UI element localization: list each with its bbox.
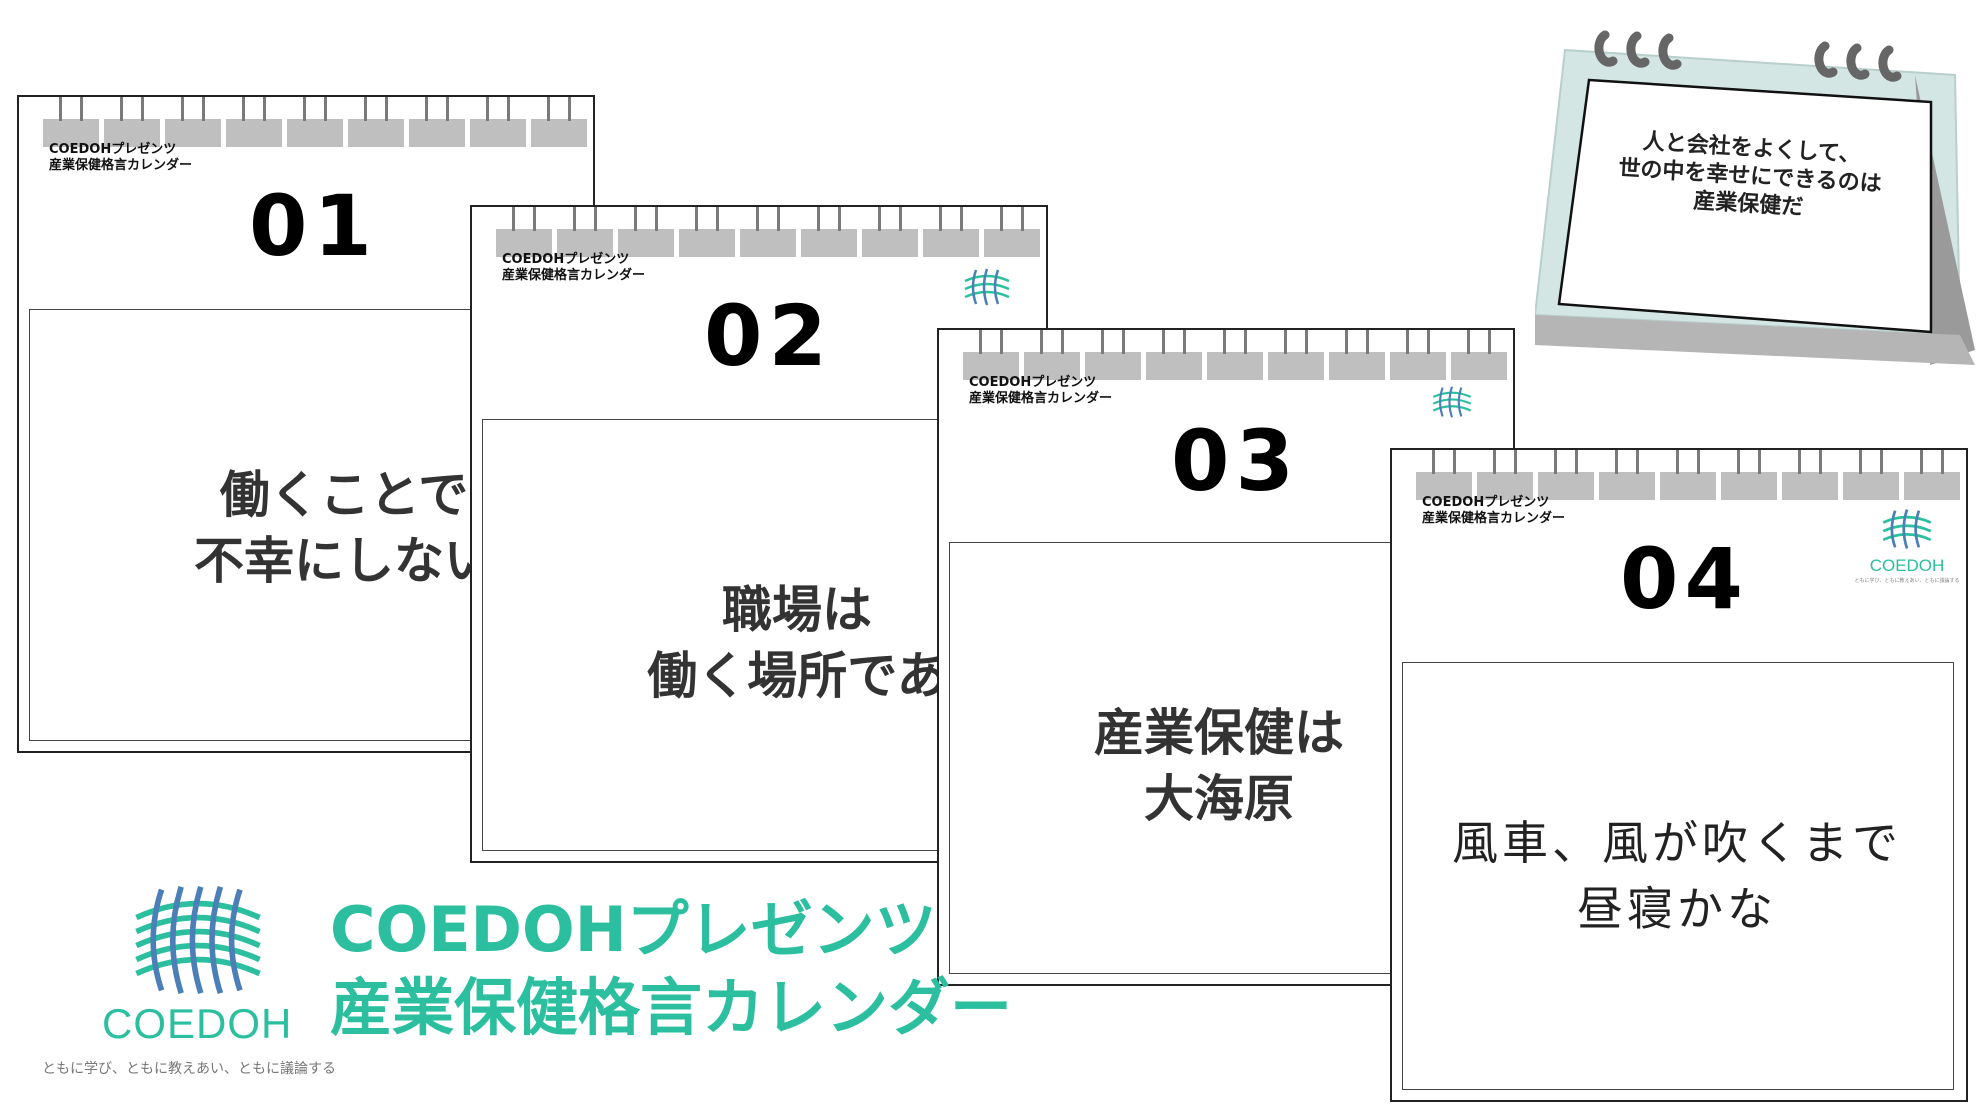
calendar-page-02: COEDOHプレゼンツ 産業保健格言カレンダー 02 職場は 働く場所であ xyxy=(470,205,1048,863)
binding-ring xyxy=(1085,330,1141,380)
binding-ring xyxy=(801,207,857,257)
binding-ring xyxy=(409,97,465,147)
message-line-1: 職場は xyxy=(722,580,872,639)
coedoh-mini-logo xyxy=(1432,386,1472,418)
binding-ring xyxy=(1538,450,1594,500)
binding-ring xyxy=(1477,450,1533,500)
binding-ring xyxy=(618,207,674,257)
binding-ring xyxy=(862,207,918,257)
page-logo-word: COEDOH xyxy=(1869,556,1945,575)
binding-ring xyxy=(226,97,282,147)
binding-ring xyxy=(348,97,404,147)
coedoh-mini-logo xyxy=(964,268,1010,306)
message-line-1: 産業保健は xyxy=(1094,703,1344,762)
binding-ring xyxy=(1599,450,1655,500)
binding-ring xyxy=(1146,330,1202,380)
message-line-2: 大海原 xyxy=(1144,769,1294,828)
binding-ring xyxy=(1660,450,1716,500)
binding-ring xyxy=(1451,330,1507,380)
binding-ring xyxy=(740,207,796,257)
page-brand: COEDOHプレゼンツ 産業保健格言カレンダー xyxy=(1422,495,1565,527)
binding-ring xyxy=(43,97,99,147)
page-number: 01 xyxy=(249,177,378,275)
binding-ring xyxy=(1721,450,1777,500)
message-line-2: 昼寝かな xyxy=(1577,882,1777,936)
binding-ring xyxy=(287,97,343,147)
page-logo: COEDOH ともに学び、ともに教えあい、ともに議論する xyxy=(1852,505,1962,584)
binding-ring xyxy=(470,97,526,147)
brand-line-2: 産業保健格言カレンダー xyxy=(49,158,193,173)
brand-line-1: COEDOHプレゼンツ xyxy=(502,252,630,267)
desk-calendar: 人と会社をよくして、 世の中を幸せにできるのは 産業保健だ xyxy=(1533,20,1975,380)
binding-ring xyxy=(1207,330,1263,380)
page-logo-tagline: ともに学び、ともに教えあい、ともに議論する xyxy=(1854,578,1960,584)
page-brand: COEDOHプレゼンツ 産業保健格言カレンダー xyxy=(969,375,1112,407)
message-line-2: 働く場所であ xyxy=(647,646,947,705)
page-number: 02 xyxy=(704,287,833,385)
binding-ring xyxy=(496,207,552,257)
brand-line-1: COEDOHプレゼンツ xyxy=(49,142,177,157)
page-number: 04 xyxy=(1620,530,1749,628)
binding-ring xyxy=(557,207,613,257)
binding-ring xyxy=(1024,330,1080,380)
binding-ring xyxy=(1390,330,1446,380)
binding-ring xyxy=(165,97,221,147)
logo-wordmark: COEDOH xyxy=(102,1000,293,1047)
page-brand: COEDOHプレゼンツ 産業保健格言カレンダー xyxy=(502,252,645,284)
logo-tagline: ともに学び、ともに教えあい、ともに議論する xyxy=(42,1061,336,1077)
binding-ring xyxy=(1843,450,1899,500)
binding-ring xyxy=(963,330,1019,380)
binding-ring xyxy=(984,207,1040,257)
binding-rings xyxy=(1416,450,1960,500)
message-text: 働くことで 不幸にしない xyxy=(134,462,554,594)
binding-ring xyxy=(104,97,160,147)
binding-ring xyxy=(1782,450,1838,500)
brand-line-2: 産業保健格言カレンダー xyxy=(1422,511,1566,526)
binding-ring xyxy=(679,207,735,257)
headline-line-2: 産業保健格言カレンダー xyxy=(330,971,1013,1044)
binding-ring xyxy=(1904,450,1960,500)
message-text: 風車、風が吹くまで 昼寝かな xyxy=(1412,810,1942,942)
brand-line-2: 産業保健格言カレンダー xyxy=(502,268,646,283)
message-frame xyxy=(1402,662,1954,1090)
desk-calendar-illustration xyxy=(1533,30,1975,365)
binding-ring xyxy=(531,97,587,147)
calendar-page-04: COEDOHプレゼンツ 産業保健格言カレンダー COEDOH ともに学び、ともに… xyxy=(1390,448,1968,1102)
message-text: 職場は 働く場所であ xyxy=(562,577,1032,709)
message-line-2: 不幸にしない xyxy=(194,532,494,590)
page-number: 03 xyxy=(1171,412,1300,510)
binding-rings xyxy=(963,330,1507,380)
page-brand: COEDOHプレゼンツ 産業保健格言カレンダー xyxy=(49,142,192,174)
brand-line-2: 産業保健格言カレンダー xyxy=(969,391,1113,406)
coedoh-logo-icon xyxy=(1882,509,1932,549)
coedoh-logo-icon-large xyxy=(135,885,261,995)
brand-line-1: COEDOHプレゼンツ xyxy=(1422,495,1550,510)
message-line-1: 働くことで xyxy=(219,466,469,524)
binding-ring xyxy=(923,207,979,257)
headline-line-1: COEDOHプレゼンツ xyxy=(330,893,937,966)
binding-rings xyxy=(43,97,587,147)
binding-rings xyxy=(496,207,1040,257)
message-text: 産業保健は 大海原 xyxy=(1079,700,1359,832)
message-line-1: 風車、風が吹くまで xyxy=(1452,816,1902,870)
binding-ring xyxy=(1416,450,1472,500)
binding-ring xyxy=(1268,330,1324,380)
binding-ring xyxy=(1329,330,1385,380)
brand-line-1: COEDOHプレゼンツ xyxy=(969,375,1097,390)
